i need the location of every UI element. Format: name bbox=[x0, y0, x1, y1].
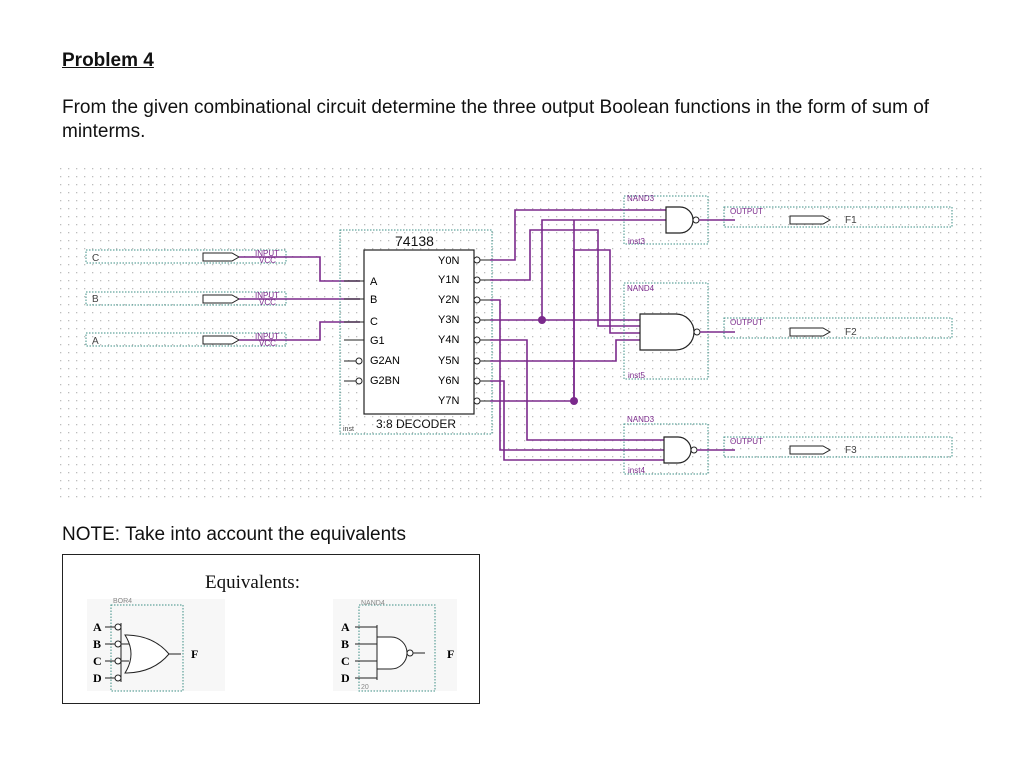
input-pin-a: A INPUT VCC bbox=[85, 332, 287, 348]
input-tag-a: INPUT bbox=[255, 332, 279, 341]
input-pin-c: C INPUT VCC bbox=[85, 249, 287, 265]
nand4-gate-f2: NAND4 inst5 bbox=[623, 282, 709, 380]
input-tag-b: INPUT bbox=[255, 291, 279, 300]
pin-b: B bbox=[370, 294, 377, 306]
output-tag: OUTPUT bbox=[730, 437, 763, 446]
nand4-output: F bbox=[447, 647, 454, 661]
bor4-input-b: B bbox=[93, 637, 101, 651]
input-label-b: B bbox=[92, 294, 99, 305]
nand4-input-b: B bbox=[341, 637, 349, 651]
equivalents-diagram: Equivalents: BOR4 A B C D F bbox=[87, 572, 457, 692]
decoder-part: 74138 bbox=[395, 233, 434, 249]
gate-type: NAND3 bbox=[627, 194, 655, 203]
output-pin-f2: OUTPUT F2 bbox=[723, 317, 953, 339]
gate-inst: inst3 bbox=[628, 237, 645, 246]
output-label-f2: F2 bbox=[845, 327, 857, 338]
decoder-caption: 3:8 DECODER bbox=[376, 417, 456, 431]
decoder-74138: 74138 3:8 DECODER inst A B C G1 G2AN G2B… bbox=[339, 229, 493, 435]
input-pin-b: B INPUT VCC bbox=[85, 291, 287, 307]
input-vcc-c: VCC bbox=[259, 256, 276, 265]
nand4-input-d: D bbox=[341, 671, 350, 685]
input-label-a: A bbox=[92, 336, 99, 347]
input-tag-c: INPUT bbox=[255, 249, 279, 258]
output-tag: OUTPUT bbox=[730, 318, 763, 327]
pin-g2an: G2AN bbox=[370, 355, 400, 367]
input-vcc-b: VCC bbox=[259, 298, 276, 307]
bor4-gate: BOR4 A B C D F bbox=[87, 598, 225, 692]
decoder-output-wires bbox=[490, 209, 666, 461]
input-vcc-a: VCC bbox=[259, 339, 276, 348]
output-label-f1: F1 bbox=[845, 215, 857, 226]
problem-statement: From the given combinational circuit det… bbox=[62, 97, 930, 142]
pin-a: A bbox=[370, 276, 378, 288]
gate-inst: inst5 bbox=[628, 371, 645, 380]
bor4-input-d: D bbox=[93, 671, 102, 685]
schematic-grid bbox=[60, 168, 986, 498]
pin-c: C bbox=[370, 316, 378, 328]
pin-y1n: Y1N bbox=[438, 274, 459, 286]
nand4-part: NAND4 bbox=[361, 600, 385, 607]
nand4-equivalent-gate: NAND4 A B C D F 20 bbox=[333, 599, 457, 692]
bor4-part: BOR4 bbox=[113, 598, 132, 605]
pin-y4n: Y4N bbox=[438, 334, 459, 346]
pin-g2bn: G2BN bbox=[370, 375, 400, 387]
nand4-inst: 20 bbox=[361, 684, 369, 691]
note-text: NOTE: Take into account the equivalents bbox=[62, 524, 406, 545]
circuit-diagram: C INPUT VCC B INPUT VCC A INPUT VCC 7413… bbox=[60, 168, 986, 498]
decoder-inst: inst bbox=[343, 426, 354, 433]
nand3-gate-f1: NAND3 inst3 bbox=[623, 194, 709, 246]
gate-type: NAND3 bbox=[627, 415, 655, 424]
nand4-input-c: C bbox=[341, 654, 350, 668]
output-tag: OUTPUT bbox=[730, 207, 763, 216]
output-pin-f3: OUTPUT F3 bbox=[723, 436, 953, 458]
pin-y6n: Y6N bbox=[438, 375, 459, 387]
bor4-input-a: A bbox=[93, 620, 102, 634]
nand4-input-a: A bbox=[341, 620, 350, 634]
pin-y2n: Y2N bbox=[438, 294, 459, 306]
pin-g1: G1 bbox=[370, 335, 385, 347]
nand3-gate-f3: NAND3 inst4 bbox=[623, 415, 709, 475]
pin-y5n: Y5N bbox=[438, 355, 459, 367]
input-label-c: C bbox=[92, 253, 99, 264]
junction-dot bbox=[538, 316, 546, 324]
bor4-output: F bbox=[191, 647, 198, 661]
pin-y7n: Y7N bbox=[438, 395, 459, 407]
gate-type: NAND4 bbox=[627, 284, 655, 293]
output-pin-f1: OUTPUT F1 bbox=[723, 206, 953, 228]
junction-dot bbox=[570, 397, 578, 405]
bor4-input-c: C bbox=[93, 654, 102, 668]
problem-title: Problem 4 bbox=[62, 50, 154, 71]
equivalents-box: Equivalents: BOR4 A B C D F bbox=[62, 554, 480, 704]
equivalents-title: Equivalents: bbox=[205, 572, 300, 593]
pin-y3n: Y3N bbox=[438, 314, 459, 326]
output-label-f3: F3 bbox=[845, 445, 857, 456]
gate-inst: inst4 bbox=[628, 466, 645, 475]
pin-y0n: Y0N bbox=[438, 255, 459, 267]
